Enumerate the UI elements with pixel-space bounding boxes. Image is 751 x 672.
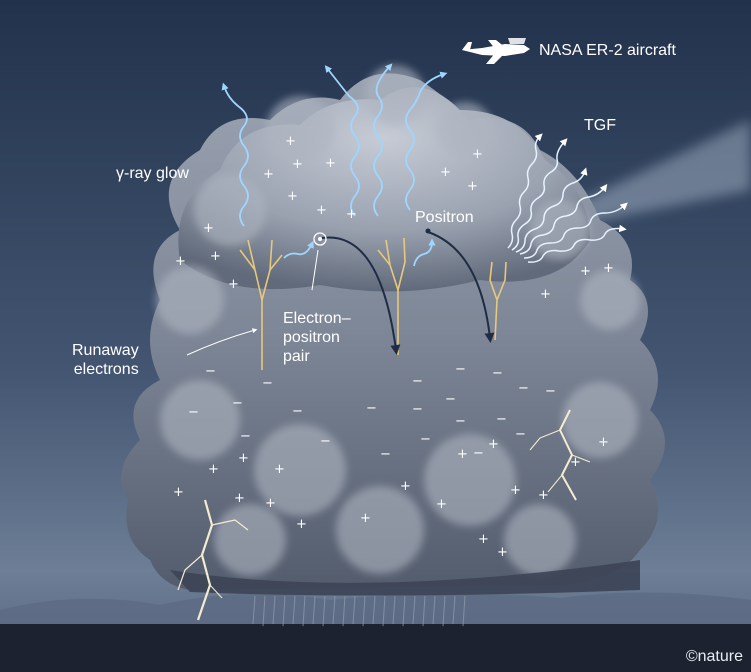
label-leader-lines (186, 249, 319, 356)
plus-charge: + (570, 455, 581, 470)
runaway-electrons-label: Runaway electrons (72, 342, 139, 378)
pair-label: Electron– positron pair (283, 310, 351, 365)
plus-charge: + (540, 287, 551, 302)
aircraft-icon (462, 38, 530, 64)
minus-charge: − (473, 446, 484, 461)
minus-charge: − (545, 384, 556, 399)
gamma-glow-label: γ-ray glow (116, 165, 189, 182)
minus-charge: − (445, 392, 456, 407)
plus-charge: + (210, 249, 221, 264)
positron-dot (425, 228, 431, 234)
charge-signs: ++ ++ ++ ++ ++ ++ ++ ++ + −− −− −− −− −−… (173, 134, 614, 560)
minus-charge: − (188, 405, 199, 420)
plus-charge: + (400, 479, 411, 494)
minus-charge: − (412, 402, 423, 417)
pair-origin-dot (318, 237, 322, 241)
pair-origin-marker (313, 232, 327, 246)
minus-charge: − (240, 429, 251, 444)
plus-charge: + (285, 134, 296, 149)
plus-charge: + (287, 189, 298, 204)
minus-charge: − (455, 362, 466, 377)
plus-charge: + (173, 485, 184, 500)
plus-charge: + (467, 179, 478, 194)
plus-charge: + (497, 545, 508, 560)
gamma-ray-glow-arrows (221, 63, 448, 267)
minus-charge: − (496, 412, 507, 427)
plus-charge: + (360, 511, 371, 526)
plus-charge: + (265, 496, 276, 511)
lightning-icon (177, 409, 591, 621)
plus-charge: + (538, 488, 549, 503)
minus-charge: − (380, 447, 391, 462)
minus-charge: − (205, 364, 216, 379)
plus-charge: + (263, 167, 274, 182)
minus-charge: − (320, 434, 331, 449)
positron-paths (321, 231, 495, 355)
plus-charge: + (234, 491, 245, 506)
plus-charge: + (488, 437, 499, 452)
plus-charge: + (457, 447, 468, 462)
minus-charge: − (292, 404, 303, 419)
plus-charge: + (274, 462, 285, 477)
minus-charge: − (262, 376, 273, 391)
plus-charge: + (436, 497, 447, 512)
ground (0, 624, 751, 672)
plus-charge: + (228, 277, 239, 292)
credit: ©nature (685, 648, 743, 665)
tgf-arrows (507, 133, 628, 263)
plus-charge: + (603, 261, 614, 276)
minus-charge: − (492, 366, 503, 381)
minus-charge: − (455, 414, 466, 429)
plus-charge: + (175, 254, 186, 269)
plus-charge: + (203, 221, 214, 236)
plus-charge: + (296, 517, 307, 532)
plus-charge: + (292, 157, 303, 172)
minus-charge: − (412, 374, 423, 389)
plus-charge: + (325, 156, 336, 171)
plus-charge: + (208, 462, 219, 477)
minus-charge: − (420, 432, 431, 447)
minus-charge: − (366, 401, 377, 416)
rain-icon (252, 595, 466, 627)
minus-charge: − (232, 396, 243, 411)
plus-charge: + (478, 532, 489, 547)
plus-charge: + (472, 147, 483, 162)
plus-charge: + (510, 483, 521, 498)
plus-charge: + (238, 451, 249, 466)
plus-charge: + (598, 435, 609, 450)
minus-charge: − (515, 427, 526, 442)
leader-branches (239, 237, 507, 370)
aircraft-label: NASA ER-2 aircraft (539, 42, 676, 59)
plus-charge: + (346, 207, 357, 222)
tgf-label: TGF (584, 117, 616, 134)
plus-charge: + (580, 264, 591, 279)
plus-charge: + (440, 165, 451, 180)
positron-label: Positron (415, 209, 474, 226)
minus-charge: − (518, 381, 529, 396)
plus-charge: + (316, 203, 327, 218)
